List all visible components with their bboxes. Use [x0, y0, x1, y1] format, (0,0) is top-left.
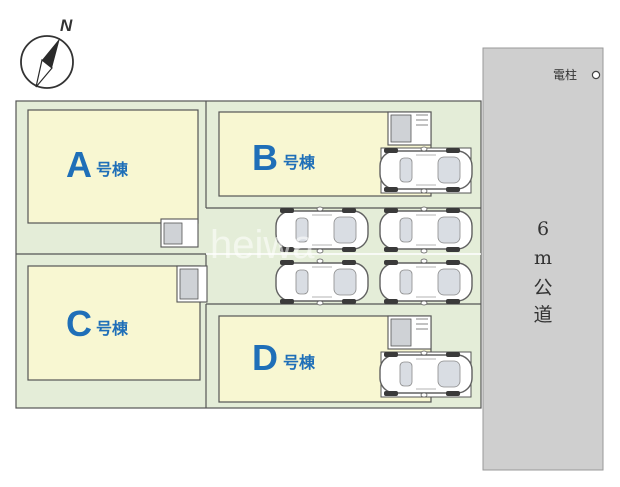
car-icon	[379, 206, 473, 254]
building-suffix: 号棟	[96, 319, 129, 338]
south-arrow-icon	[35, 58, 53, 88]
porch-box	[179, 268, 199, 300]
label-a: A 号棟	[66, 144, 129, 185]
building-a	[27, 109, 199, 224]
utility-pole-icon	[591, 70, 601, 80]
road-label-char: 公	[533, 277, 552, 299]
car-icon	[379, 146, 473, 194]
porch-box	[390, 318, 412, 347]
north-arrow-icon	[42, 38, 60, 68]
building-letter: D	[252, 337, 278, 378]
building-suffix: 号棟	[283, 153, 316, 172]
lot-dividers	[16, 101, 481, 408]
road-label-char: 道	[533, 304, 552, 326]
label-b: B 号棟	[252, 137, 316, 178]
public-road	[482, 47, 604, 471]
road-label-char: m	[534, 247, 552, 269]
porch-box	[163, 222, 183, 245]
compass-label: N	[60, 16, 73, 35]
road-label-char: 6	[537, 218, 549, 240]
building-letter: A	[66, 144, 92, 185]
building-letter: C	[66, 303, 92, 344]
compass: N	[20, 16, 74, 89]
label-c: C 号棟	[66, 303, 129, 344]
building-suffix: 号棟	[283, 353, 316, 372]
porch-box	[390, 114, 412, 143]
utility-pole-label: 電柱	[553, 67, 577, 82]
road-label: 6 m 公 道	[533, 218, 552, 326]
label-d: D 号棟	[252, 337, 316, 378]
building-c	[27, 265, 201, 381]
building-letter: B	[252, 137, 278, 178]
watermark: heiwa	[210, 223, 315, 267]
entrance-porches	[160, 111, 432, 350]
utility-pole: 電柱	[553, 67, 601, 82]
building-suffix: 号棟	[96, 160, 129, 179]
car-icon	[379, 258, 473, 306]
car-icon	[379, 350, 473, 398]
